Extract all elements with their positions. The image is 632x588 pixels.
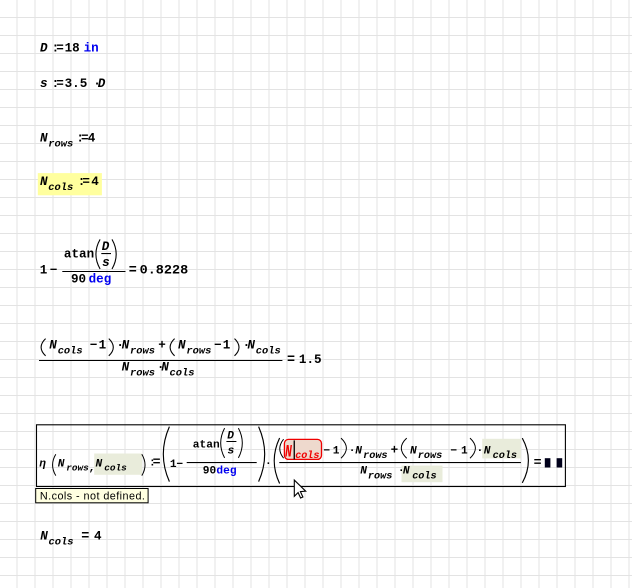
svg-text:N: N <box>40 529 48 543</box>
svg-text:=: = <box>129 263 137 278</box>
svg-text:rows: rows <box>130 367 155 379</box>
svg-text:·: · <box>157 361 165 375</box>
svg-text:D: D <box>227 430 234 442</box>
svg-text:N: N <box>178 338 186 352</box>
svg-text:=: = <box>56 77 64 91</box>
svg-text:1: 1 <box>40 263 48 277</box>
svg-text:,: , <box>89 463 96 475</box>
svg-text:4: 4 <box>88 131 96 145</box>
svg-text:cols: cols <box>256 345 281 357</box>
svg-text:D: D <box>98 77 106 91</box>
svg-text:N: N <box>40 131 48 145</box>
svg-text:1: 1 <box>170 459 177 471</box>
svg-text:1: 1 <box>223 338 231 352</box>
svg-text:s: s <box>228 446 235 458</box>
svg-text:rows: rows <box>368 471 392 482</box>
svg-text:N: N <box>403 466 410 478</box>
svg-text:1: 1 <box>99 338 107 352</box>
svg-text:deg: deg <box>216 466 236 478</box>
svg-text:·: · <box>398 466 405 478</box>
svg-text:N: N <box>285 443 292 462</box>
svg-text:1: 1 <box>333 446 340 458</box>
svg-text:=: = <box>153 455 161 470</box>
svg-text::: : <box>78 175 86 189</box>
svg-text:rows: rows <box>66 463 89 474</box>
svg-text:N: N <box>40 175 48 189</box>
svg-text:·: · <box>116 338 124 352</box>
svg-text:·: · <box>265 458 272 470</box>
svg-text:rows: rows <box>130 345 155 357</box>
svg-text:1: 1 <box>461 446 468 458</box>
svg-text::: : <box>52 41 60 55</box>
svg-text:D: D <box>40 41 48 55</box>
svg-text:rows: rows <box>418 451 442 462</box>
svg-text:4: 4 <box>91 175 99 189</box>
svg-text:N.cols - not defined.: N.cols - not defined. <box>40 490 145 502</box>
svg-text:N: N <box>355 446 362 458</box>
svg-text:cols: cols <box>493 450 517 462</box>
svg-text:=: = <box>534 455 542 470</box>
svg-text:N: N <box>58 458 65 470</box>
svg-text:deg: deg <box>89 273 112 287</box>
svg-text:cols: cols <box>412 470 436 482</box>
svg-text:90: 90 <box>71 273 86 287</box>
svg-text:s: s <box>102 256 110 270</box>
svg-text:18: 18 <box>65 41 80 55</box>
svg-text:·: · <box>93 77 101 91</box>
svg-text::: : <box>149 458 156 470</box>
svg-text:3.5: 3.5 <box>65 77 88 91</box>
svg-text:−: − <box>90 338 98 352</box>
svg-text:=: = <box>287 353 295 368</box>
svg-text:η: η <box>39 458 46 470</box>
svg-text:cols: cols <box>58 345 83 357</box>
svg-text:N: N <box>122 338 130 352</box>
svg-text:cols: cols <box>104 463 127 474</box>
svg-text:+: + <box>158 338 166 352</box>
svg-text:1.5: 1.5 <box>299 353 322 367</box>
svg-text:N: N <box>484 446 491 458</box>
svg-text:cols: cols <box>49 536 74 548</box>
svg-text:=: = <box>81 529 89 544</box>
svg-text:D: D <box>102 240 110 254</box>
svg-text:cols: cols <box>295 450 319 462</box>
svg-text:in: in <box>84 41 99 55</box>
svg-text:=: = <box>56 41 64 55</box>
svg-text::: : <box>52 77 60 91</box>
svg-text:=: = <box>81 131 89 145</box>
svg-text:rows: rows <box>186 345 211 357</box>
svg-text:·: · <box>349 446 356 458</box>
svg-text:4: 4 <box>94 529 102 543</box>
svg-text:rows: rows <box>48 138 73 150</box>
svg-text:N: N <box>122 361 130 375</box>
svg-text:atan: atan <box>193 440 220 452</box>
svg-text:−: − <box>323 446 330 458</box>
svg-text:−: − <box>214 338 222 352</box>
svg-text:·: · <box>477 446 484 458</box>
svg-text:−: − <box>450 446 457 458</box>
svg-text:s: s <box>40 77 48 91</box>
svg-text:N: N <box>410 446 417 458</box>
svg-text:rows: rows <box>363 451 387 462</box>
svg-text:cols: cols <box>48 182 73 194</box>
svg-text:cols: cols <box>170 367 195 379</box>
svg-text::: : <box>76 131 84 145</box>
svg-text:N: N <box>96 458 103 470</box>
svg-text:·: · <box>243 338 251 352</box>
svg-text:−: − <box>176 459 183 471</box>
svg-text:N: N <box>49 338 57 352</box>
svg-text:+: + <box>391 444 399 458</box>
svg-text:0.8228: 0.8228 <box>140 263 189 277</box>
svg-text:N: N <box>161 361 169 375</box>
svg-text:N: N <box>360 466 367 478</box>
svg-text:atan: atan <box>64 248 94 262</box>
svg-text:−: − <box>50 263 58 277</box>
svg-text:90: 90 <box>203 466 217 478</box>
svg-text:N: N <box>247 338 255 352</box>
svg-text:=: = <box>82 175 90 189</box>
